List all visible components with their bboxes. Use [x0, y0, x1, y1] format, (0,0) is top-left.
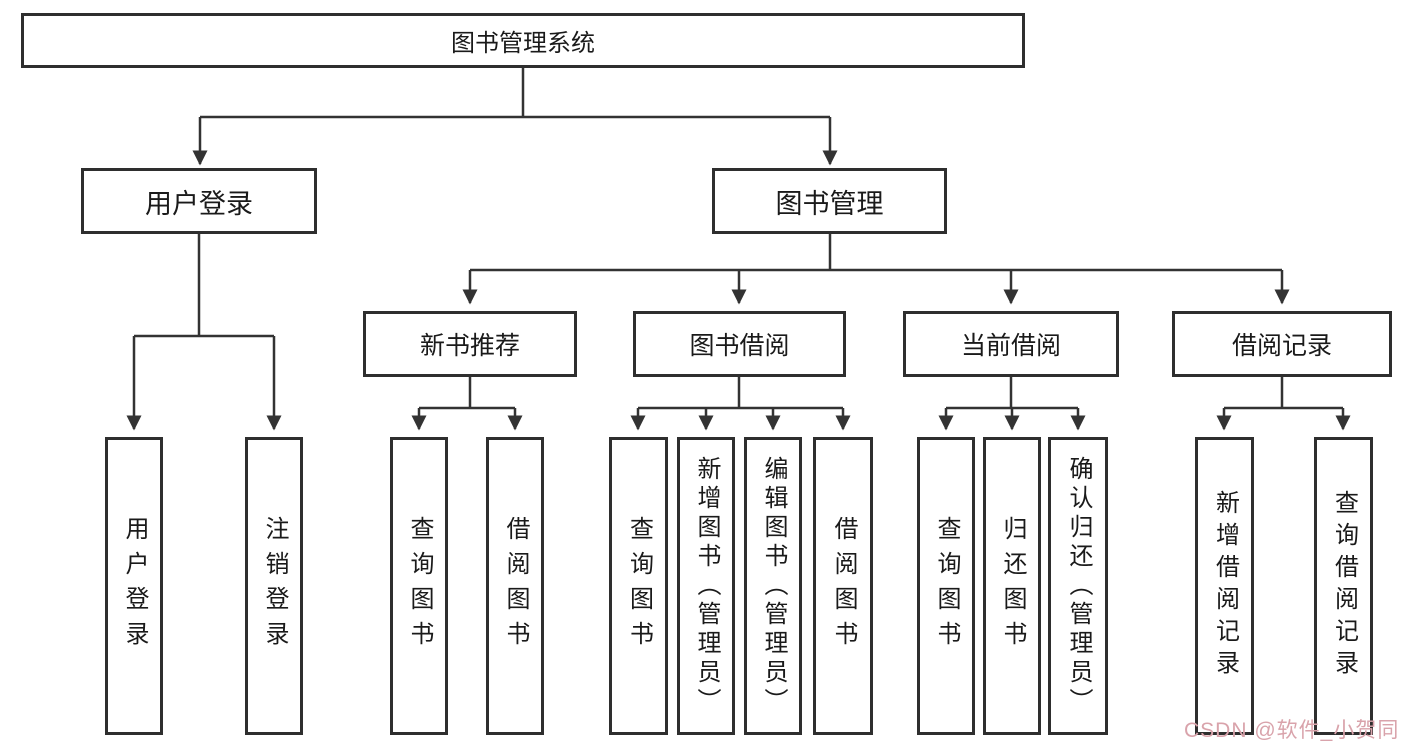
leaf-borrowing-query-books: 查询图书 — [609, 437, 668, 735]
leaf-edit-books-admin: 编辑图书（管理员） — [744, 437, 802, 735]
leaf-current-query-books: 查询图书 — [917, 437, 975, 735]
leaf-return-books: 归还图书 — [983, 437, 1041, 735]
watermark: CSDN @软件_小贺同学 — [1184, 719, 1400, 742]
node-new-book-recommend: 新书推荐 — [363, 311, 577, 377]
leaf-logout-login: 注销登录 — [245, 437, 303, 735]
leaf-recommend-borrow-books: 借阅图书 — [486, 437, 544, 735]
leaf-recommend-query-books: 查询图书 — [390, 437, 448, 735]
leaf-add-borrow-record: 新增借阅记录 — [1195, 437, 1254, 735]
node-borrow-records: 借阅记录 — [1172, 311, 1392, 377]
leaf-confirm-return-admin: 确认归还（管理员） — [1048, 437, 1108, 735]
leaf-add-books-admin: 新增图书（管理员） — [677, 437, 735, 735]
leaf-borrowing-borrow-books: 借阅图书 — [813, 437, 873, 735]
leaf-user-login: 用户登录 — [105, 437, 163, 735]
leaf-query-borrow-record: 查询借阅记录 — [1314, 437, 1373, 735]
node-book-management: 图书管理 — [712, 168, 947, 234]
node-current-borrowing: 当前借阅 — [903, 311, 1119, 377]
node-user-login: 用户登录 — [81, 168, 317, 234]
node-library-system: 图书管理系统 — [21, 13, 1025, 68]
node-book-borrowing: 图书借阅 — [633, 311, 846, 377]
